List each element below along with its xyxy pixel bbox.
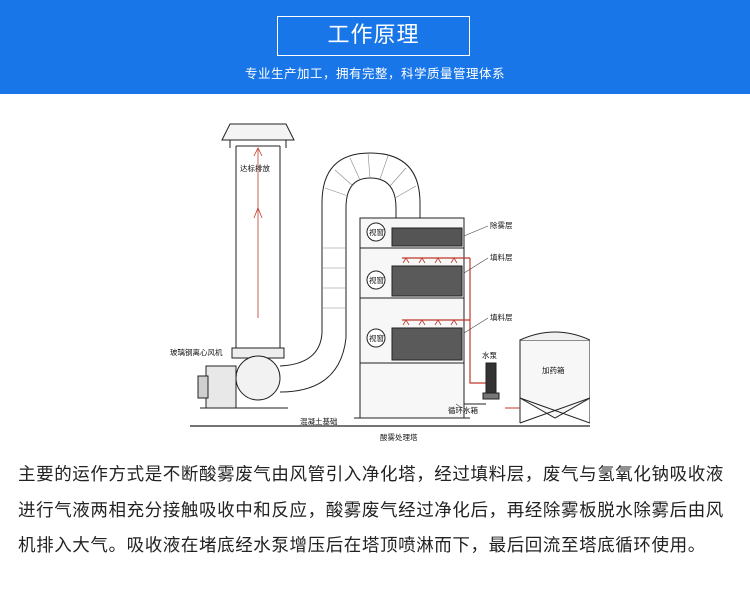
label-tank: 加药箱 [542, 365, 565, 375]
acid-mist-tower-diagram: 达标排放 玻璃钢离心风机 视窗 视窗 视窗 除雾层 填料层 填料层 水泵 加药箱… [170, 123, 590, 442]
label-tower-title: 酸雾处理塔 [380, 432, 418, 442]
view-window-low [366, 328, 386, 348]
title-frame: 工作原理 [277, 16, 470, 56]
dosing-tank [519, 339, 590, 419]
label-fan: 玻璃钢离心风机 [170, 347, 223, 357]
pump [485, 362, 497, 394]
chimney-stack [235, 146, 281, 348]
demister-layer [391, 227, 463, 247]
page-title: 工作原理 [327, 23, 420, 48]
packing-layer-lower [391, 327, 463, 361]
label-window-mid: 视窗 [369, 275, 384, 285]
riser-pipe [469, 258, 486, 384]
label-packing-upper: 填料层 [490, 252, 513, 262]
description-paragraph: 主要的运作方式是不断酸雾废气由风管引入净化塔，经过填料层，废气与氢氧化钠吸收液进… [18, 465, 724, 556]
label-circulation-tank: 循环水箱 [448, 405, 478, 415]
label-chimney: 达标排放 [240, 163, 270, 173]
label-foundation: 混凝土基础 [300, 416, 338, 426]
label-demister: 除雾层 [490, 220, 513, 230]
label-window-low: 视窗 [369, 333, 384, 343]
packing-layer-upper [391, 265, 463, 297]
fan-housing [235, 355, 281, 401]
header-banner: 工作原理 专业生产加工，拥有完整，科学质量管理体系 [0, 0, 750, 94]
chimney-cap [221, 123, 295, 141]
tower-body [359, 217, 465, 419]
view-window-top [366, 222, 386, 242]
label-packing-lower: 填料层 [490, 312, 513, 322]
fan-motor [205, 365, 237, 409]
view-window-mid [366, 270, 386, 290]
duct-elbow [279, 152, 421, 367]
header-subtitle: 专业生产加工，拥有完整，科学质量管理体系 [244, 66, 505, 81]
label-pump: 水泵 [482, 350, 497, 360]
label-window-top: 视窗 [369, 227, 384, 237]
